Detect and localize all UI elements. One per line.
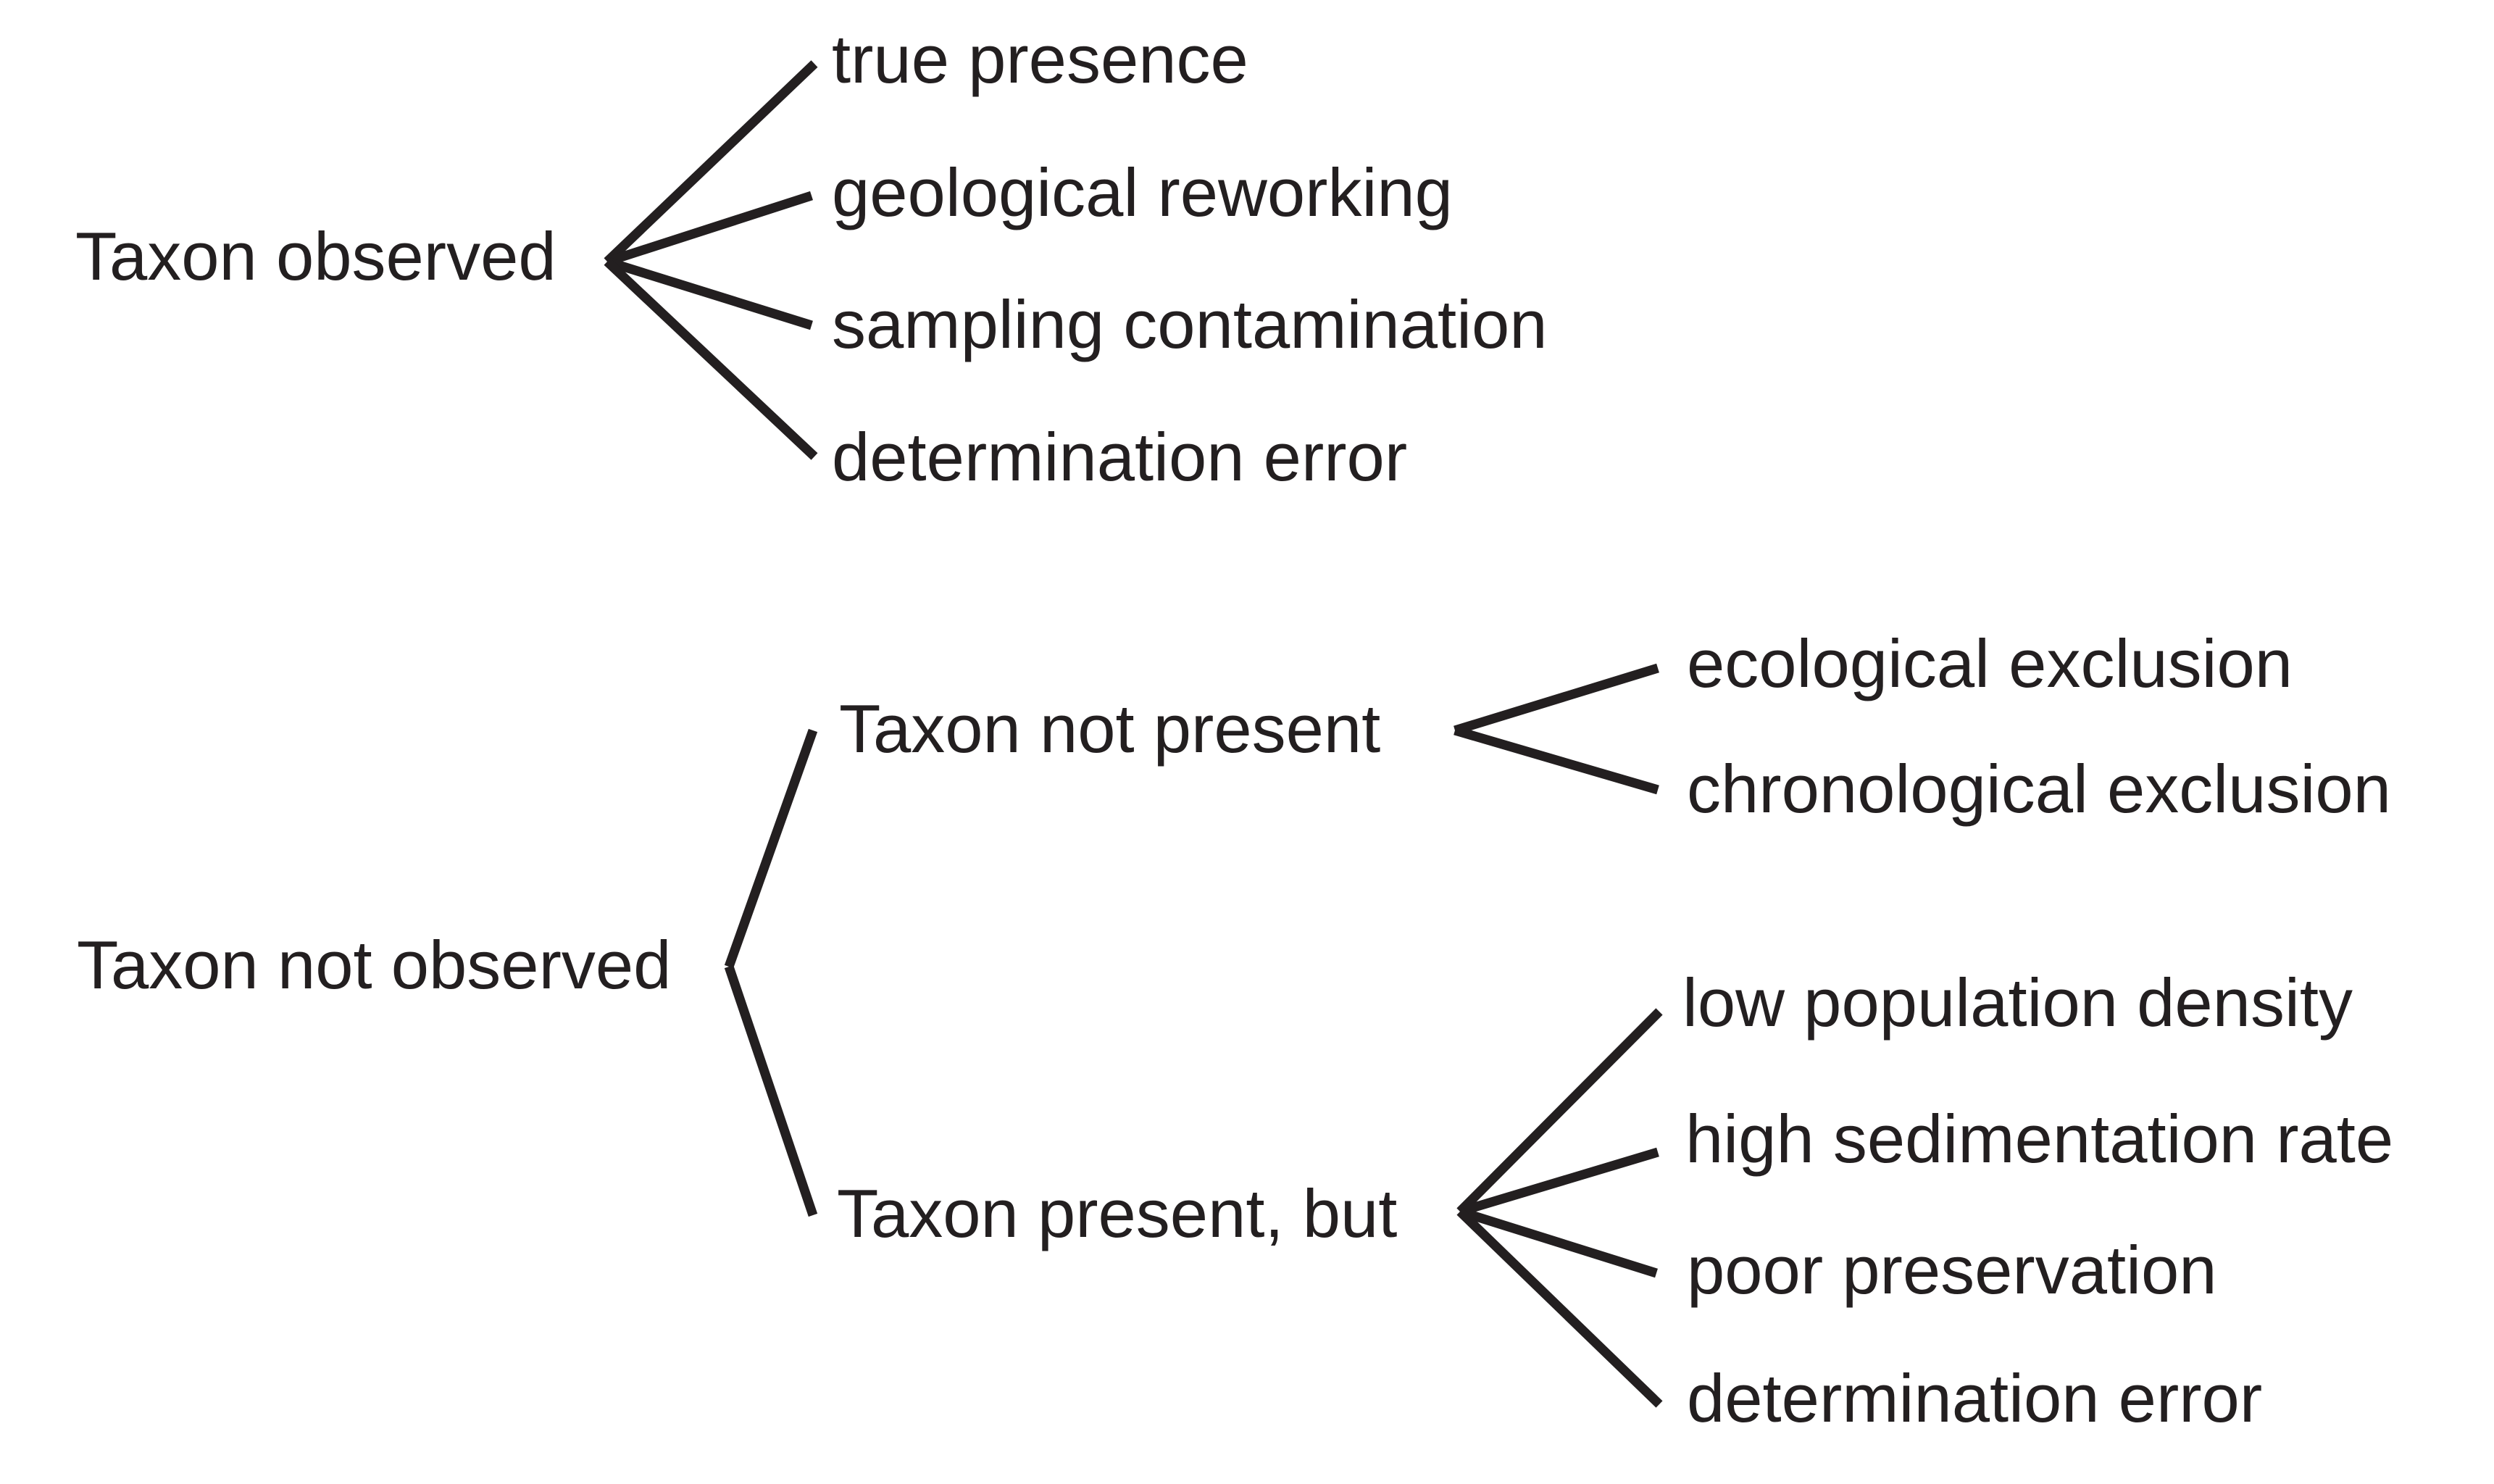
branch-present-but-poor-preservation: [1459, 1206, 1658, 1278]
branch-not-observed-taxon-present-but: [724, 964, 818, 1217]
node-taxon-not-present: Taxon not present: [839, 691, 1381, 767]
branch-observed-determination-error: [604, 258, 818, 460]
branch-not-observed-taxon-not-present: [724, 728, 818, 969]
leaf-determination-error-present-but: determination error: [1687, 1360, 2263, 1436]
branch-present-but-determination-error: [1456, 1208, 1663, 1408]
leaf-high-sedimentation-rate: high sedimentation rate: [1685, 1101, 2394, 1177]
branch-present-but-high-sedimentation-rate: [1459, 1147, 1659, 1217]
branch-observed-geological-reworking: [606, 191, 813, 267]
branch-not-present-chronological-exclusion: [1454, 725, 1659, 795]
node-taxon-not-observed: Taxon not observed: [77, 927, 672, 1003]
leaf-ecological-exclusion: ecological exclusion: [1687, 625, 2293, 701]
leaf-chronological-exclusion: chronological exclusion: [1687, 751, 2391, 827]
leaf-poor-preservation: poor preservation: [1687, 1232, 2217, 1308]
node-taxon-present-but: Taxon present, but: [837, 1175, 1398, 1251]
leaf-sampling-contamination: sampling contamination: [832, 286, 1548, 362]
branch-not-present-ecological-exclusion: [1454, 663, 1659, 735]
leaf-geological-reworking: geological reworking: [832, 154, 1453, 230]
leaf-true-presence: true presence: [832, 21, 1248, 97]
branch-observed-sampling-contamination: [606, 257, 813, 330]
leaf-low-population-density: low population density: [1682, 964, 2353, 1041]
leaf-determination-error-observed: determination error: [832, 419, 1408, 495]
branch-observed-true-presence: [604, 60, 818, 265]
branch-present-but-low-population-density: [1456, 1008, 1663, 1215]
node-taxon-observed: Taxon observed: [75, 218, 556, 294]
